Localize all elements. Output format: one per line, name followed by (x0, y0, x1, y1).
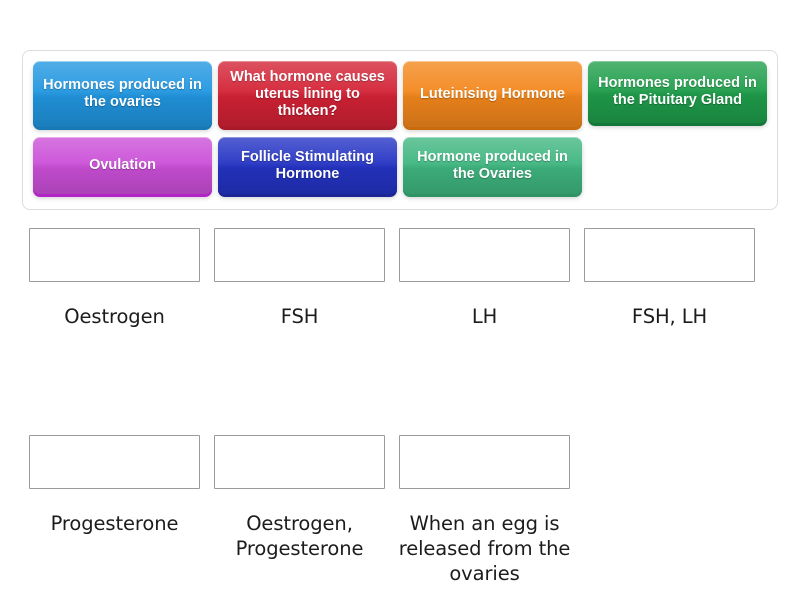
tile-hormones-ovaries[interactable]: Hormones produced in the ovaries (33, 61, 212, 127)
answer-cell-lh: LH (392, 228, 577, 329)
answer-label: Oestrogen (64, 305, 165, 328)
tile-luteinising-hormone[interactable]: Luteinising Hormone (403, 61, 582, 127)
answer-cell-egg-released: When an egg is released from the ovaries (392, 435, 577, 586)
tile-row-2: Ovulation Follicle Stimulating Hormone H… (33, 137, 767, 209)
tile-label: Hormones produced in the ovaries (43, 77, 202, 110)
answer-label: When an egg is released from the ovaries (398, 512, 571, 585)
answer-cell-fsh: FSH (207, 228, 392, 329)
tile-hormones-pituitary[interactable]: Hormones produced in the Pituitary Gland (588, 61, 767, 123)
tile-ovulation[interactable]: Ovulation (33, 137, 212, 194)
tile-label: Follicle Stimulating Hormone (241, 148, 374, 182)
tile-label: What hormone causes uterus lining to thi… (230, 68, 385, 119)
drop-zone-oestrogen-progesterone[interactable] (214, 435, 385, 489)
tile-row-1: Hormones produced in the ovaries What ho… (33, 61, 767, 133)
answer-cell-oestrogen: Oestrogen (22, 228, 207, 329)
tile-follicle-stimulating[interactable]: Follicle Stimulating Hormone (218, 137, 397, 194)
tile-tray: Hormones produced in the ovaries What ho… (22, 50, 778, 210)
tile-label: Hormones produced in the Pituitary Gland (598, 75, 757, 108)
answer-grid: Oestrogen FSH LH FSH, LH Progesterone Oe… (22, 228, 782, 586)
answer-cell-progesterone: Progesterone (22, 435, 207, 536)
answer-cell-fsh-lh: FSH, LH (577, 228, 762, 329)
tile-label: Ovulation (89, 157, 156, 173)
answer-label: FSH, LH (631, 305, 708, 328)
tile-label: Luteinising Hormone (420, 85, 565, 102)
drop-zone-lh[interactable] (399, 228, 570, 282)
tile-label: Hormone produced in the Ovaries (417, 148, 568, 182)
answer-label: LH (471, 305, 498, 328)
answer-label: Progesterone (50, 512, 179, 535)
drop-zone-progesterone[interactable] (29, 435, 200, 489)
answer-cell-oestrogen-progesterone: Oestrogen, Progesterone (207, 435, 392, 561)
answer-label: Oestrogen, Progesterone (235, 512, 364, 560)
tile-uterus-lining[interactable]: What hormone causes uterus lining to thi… (218, 61, 397, 127)
drop-zone-egg-released[interactable] (399, 435, 570, 489)
drop-zone-fsh-lh[interactable] (584, 228, 755, 282)
answer-row-1: Oestrogen FSH LH FSH, LH (22, 228, 782, 329)
drop-zone-oestrogen[interactable] (29, 228, 200, 282)
answer-row-2: Progesterone Oestrogen, Progesterone Whe… (22, 435, 782, 586)
drop-zone-fsh[interactable] (214, 228, 385, 282)
answer-label: FSH (280, 305, 319, 328)
tile-hormone-ovaries[interactable]: Hormone produced in the Ovaries (403, 137, 582, 194)
